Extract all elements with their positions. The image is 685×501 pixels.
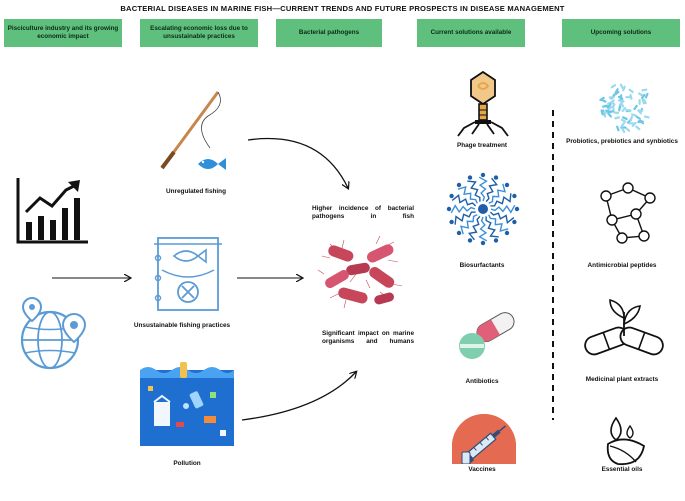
label-unsustainable-practices: Unsustainable fishing practices [133, 322, 231, 329]
label-medicinal-plant-extracts: Medicinal plant extracts [585, 376, 659, 383]
plant-capsule-icon [584, 298, 664, 356]
probiotics-icon [599, 83, 650, 134]
growth-chart-icon [16, 178, 88, 244]
header-current-solutions: Current solutions available [417, 19, 525, 47]
header-bacterial-pathogens: Bacterial pathogens [276, 19, 382, 47]
vaccine-syringe-icon [452, 414, 516, 464]
label-probiotics: Probiotics, prebiotics and synbiotics [566, 138, 678, 145]
label-vaccines: Vaccines [468, 466, 496, 473]
label-significant-impact: Significant impact on marine organisms a… [322, 330, 414, 347]
arrow-unregulated-to-incidence [247, 137, 348, 188]
label-biosurfactants: Biosurfactants [459, 262, 505, 269]
pills-icon [459, 312, 515, 359]
globe-location-icon [20, 296, 87, 370]
label-antibiotics: Antibiotics [465, 378, 499, 385]
label-phage-treatment: Phage treatment [456, 142, 508, 149]
bacteria-icon [317, 235, 403, 309]
diagram-title: BACTERIAL DISEASES IN MARINE FISH—CURREN… [120, 4, 565, 13]
ocean-pollution-icon [140, 362, 234, 446]
header-pisciculture: Pisciculture industry and its growing ec… [4, 19, 122, 47]
peptide-network-icon [600, 182, 656, 244]
header-upcoming-solutions: Upcoming solutions [562, 19, 680, 47]
label-unregulated-fishing: Unregulated fishing [165, 188, 226, 195]
header-economic-loss: Escalating economic loss due to unsustai… [140, 19, 258, 47]
label-higher-incidence: Higher incidence of bacterial pathogens … [312, 205, 414, 220]
label-pollution: Pollution [173, 460, 201, 467]
biosurfactant-micelle-icon [446, 172, 520, 246]
impact-text: Significant impact on marine organisms a… [322, 330, 414, 346]
label-antimicrobial-peptides: Antimicrobial peptides [587, 262, 657, 269]
fishing-rod-icon [160, 91, 226, 170]
label-essential-oils: Essential oils [601, 466, 643, 473]
essential-oil-drop-icon [606, 416, 646, 466]
fishing-net-icon [154, 237, 222, 311]
arrow-pollution-to-impact [241, 372, 356, 421]
phage-icon [457, 70, 509, 137]
